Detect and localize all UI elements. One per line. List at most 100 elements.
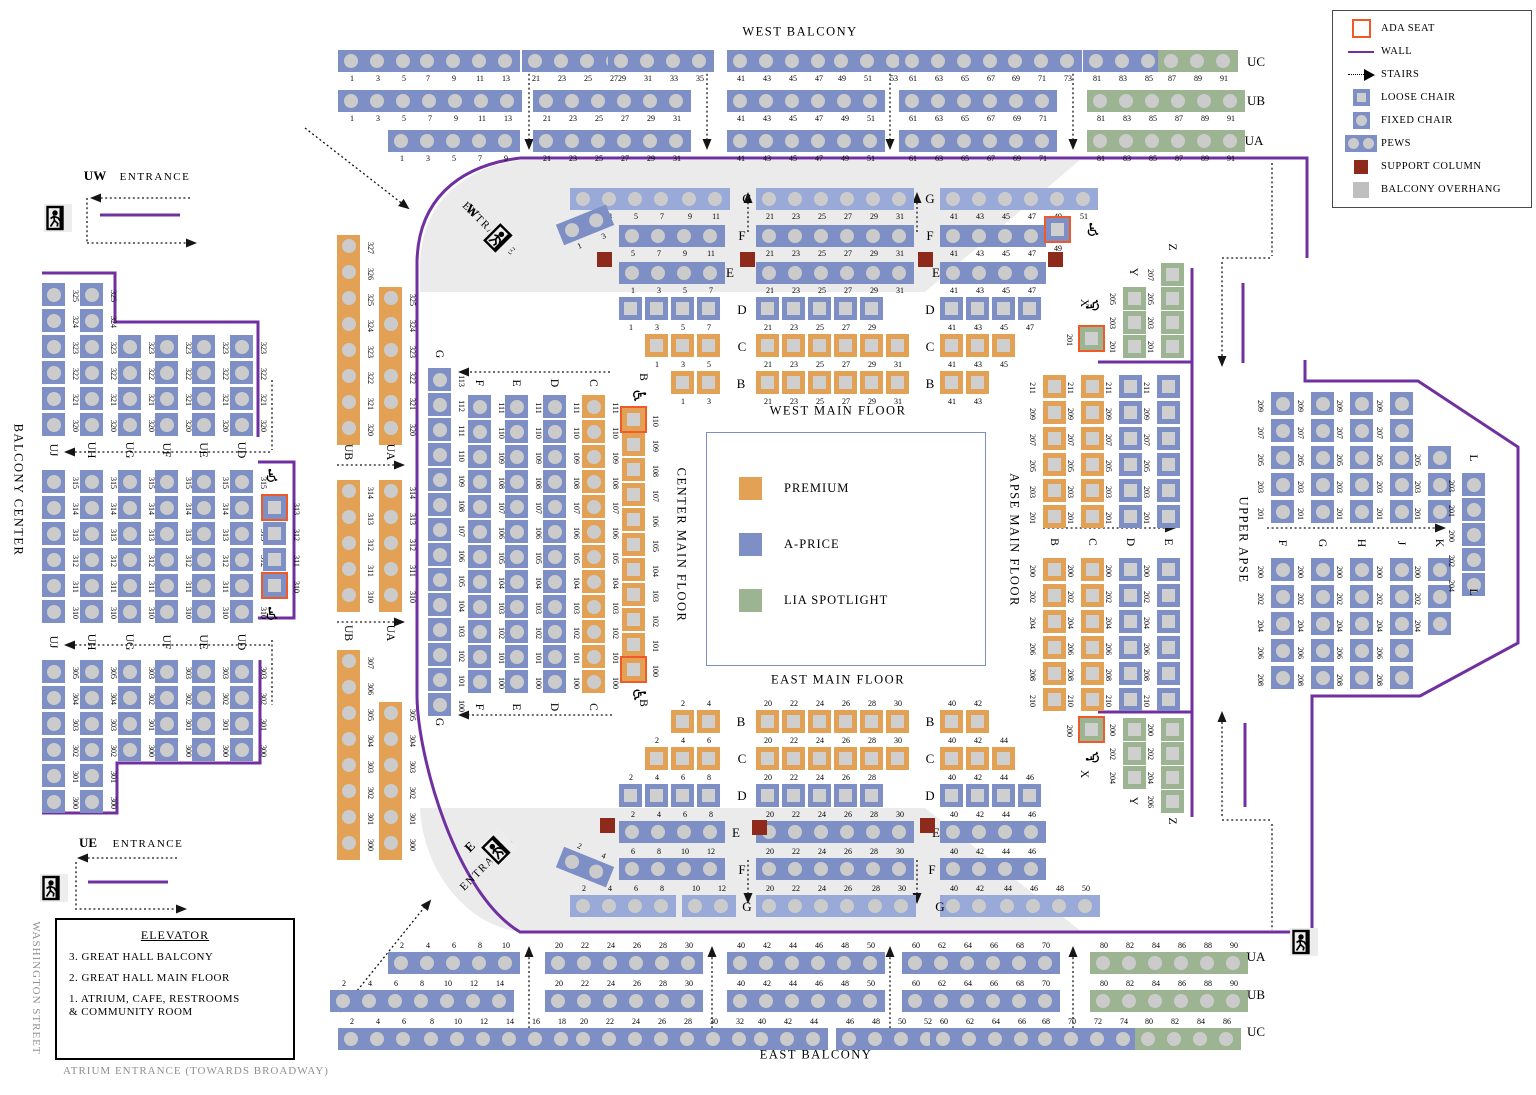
seat-53[interactable]: [886, 54, 900, 68]
seat-209[interactable]: [1350, 392, 1373, 415]
ada-seat-49[interactable]: [1044, 216, 1071, 243]
seat-110[interactable]: [468, 420, 491, 443]
seat-41[interactable]: [733, 134, 747, 148]
seat-311[interactable]: [118, 574, 141, 597]
seat-301[interactable]: [155, 712, 178, 735]
seat-202[interactable]: [1081, 584, 1104, 607]
seat-111[interactable]: [543, 395, 566, 418]
seat-21[interactable]: [762, 192, 776, 206]
seat-305[interactable]: [42, 660, 65, 683]
seat-83[interactable]: [1115, 54, 1129, 68]
seat-50[interactable]: [1078, 899, 1092, 913]
seat-101[interactable]: [428, 668, 451, 691]
seat-300[interactable]: [80, 790, 103, 813]
seat-31[interactable]: [640, 54, 654, 68]
seat-20[interactable]: [756, 710, 779, 733]
seat-103[interactable]: [622, 583, 645, 606]
seat-323[interactable]: [155, 335, 178, 358]
seat-111[interactable]: [505, 395, 528, 418]
seat-303[interactable]: [118, 660, 141, 683]
seat-105[interactable]: [622, 533, 645, 556]
seat-312[interactable]: [263, 522, 286, 545]
seat-60[interactable]: [936, 1032, 950, 1046]
seat-100[interactable]: [582, 670, 605, 693]
seat-6[interactable]: [396, 1032, 410, 1046]
seat-51[interactable]: [860, 54, 874, 68]
seat-314[interactable]: [155, 496, 178, 519]
seat-30[interactable]: [892, 862, 906, 876]
seat-102[interactable]: [428, 643, 451, 666]
seat-20[interactable]: [762, 862, 776, 876]
seat-201[interactable]: [1390, 500, 1413, 523]
seat-311[interactable]: [230, 574, 253, 597]
seat-4[interactable]: [370, 1032, 384, 1046]
seat-322[interactable]: [118, 361, 141, 384]
seat-3[interactable]: [587, 211, 606, 230]
seat-102[interactable]: [505, 620, 528, 643]
seat-300[interactable]: [192, 738, 215, 761]
seat-22[interactable]: [788, 899, 802, 913]
seat-28[interactable]: [860, 747, 883, 770]
seat-6[interactable]: [697, 747, 720, 770]
seat-31[interactable]: [886, 334, 909, 357]
seat-29[interactable]: [860, 297, 883, 320]
seat-302[interactable]: [80, 738, 103, 761]
seat-206[interactable]: [1311, 639, 1334, 662]
seat-315[interactable]: [155, 470, 178, 493]
seat-301[interactable]: [118, 712, 141, 735]
seat-90[interactable]: [1226, 994, 1240, 1008]
seat-305[interactable]: [80, 660, 103, 683]
seat-22[interactable]: [782, 747, 805, 770]
seat-45[interactable]: [998, 266, 1012, 280]
seat-89[interactable]: [1190, 54, 1204, 68]
seat-44[interactable]: [806, 1032, 820, 1046]
seat-61[interactable]: [905, 134, 919, 148]
seat-313[interactable]: [42, 522, 65, 545]
seat-49[interactable]: [1050, 192, 1064, 206]
seat-207[interactable]: [1271, 419, 1294, 442]
seat-311[interactable]: [155, 574, 178, 597]
seat-202[interactable]: [1043, 584, 1066, 607]
seat-205[interactable]: [1157, 453, 1180, 476]
seat-61[interactable]: [905, 54, 919, 68]
seat-30[interactable]: [892, 825, 906, 839]
seat-40[interactable]: [754, 1032, 768, 1046]
seat-12[interactable]: [703, 862, 717, 876]
seat-21[interactable]: [756, 334, 779, 357]
seat-87[interactable]: [1171, 134, 1185, 148]
seat-322[interactable]: [230, 361, 253, 384]
seat-204[interactable]: [1271, 612, 1294, 635]
seat-210[interactable]: [1081, 688, 1104, 711]
seat-203[interactable]: [1271, 473, 1294, 496]
seat-28[interactable]: [860, 710, 883, 733]
seat-310[interactable]: [383, 588, 398, 602]
seat-85[interactable]: [1141, 54, 1155, 68]
seat-89[interactable]: [1197, 94, 1211, 108]
seat-105[interactable]: [468, 545, 491, 568]
seat-70[interactable]: [1064, 1032, 1078, 1046]
seat-310[interactable]: [230, 600, 253, 623]
seat-65[interactable]: [957, 134, 971, 148]
seat-32[interactable]: [732, 1032, 746, 1046]
seat-208[interactable]: [1119, 662, 1142, 685]
seat-303[interactable]: [230, 660, 253, 683]
seat-325[interactable]: [383, 291, 398, 305]
seat-87[interactable]: [1164, 54, 1178, 68]
seat-200[interactable]: [1123, 718, 1146, 741]
seat-65[interactable]: [957, 54, 971, 68]
seat-325[interactable]: [42, 283, 65, 306]
seat-91[interactable]: [1223, 134, 1237, 148]
seat-25[interactable]: [814, 229, 828, 243]
ada-seat-100[interactable]: [620, 656, 647, 683]
seat-44[interactable]: [992, 747, 1015, 770]
seat-31[interactable]: [892, 192, 906, 206]
seat-13[interactable]: [500, 94, 514, 108]
seat-84[interactable]: [1148, 994, 1162, 1008]
seat-315[interactable]: [118, 470, 141, 493]
seat-7[interactable]: [703, 266, 717, 280]
seat-321[interactable]: [383, 395, 398, 409]
seat-107[interactable]: [468, 495, 491, 518]
seat-89[interactable]: [1197, 134, 1211, 148]
seat-14[interactable]: [502, 1032, 516, 1046]
seat-205[interactable]: [1043, 453, 1066, 476]
